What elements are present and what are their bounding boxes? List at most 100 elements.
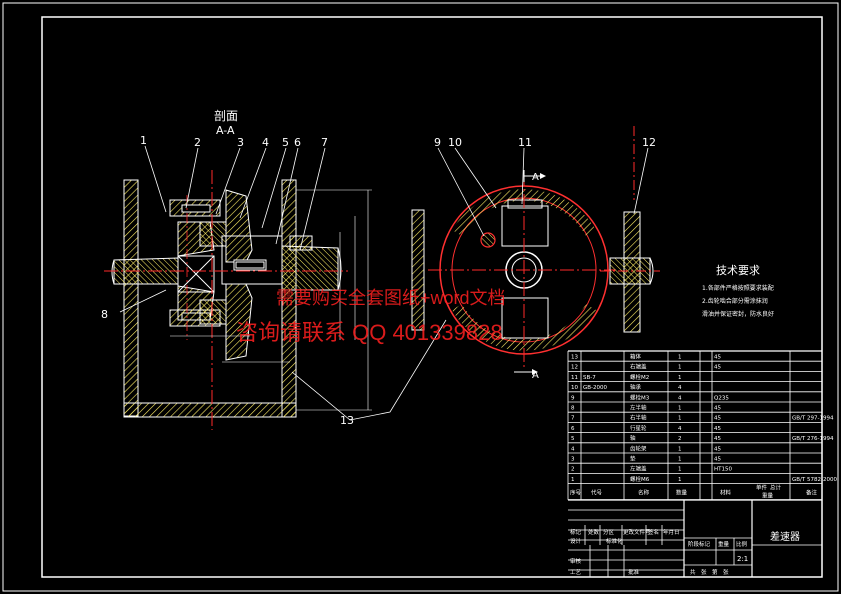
bom-row-name: 右半轴 [630,414,647,422]
bom-row-qty: 1 [678,416,682,422]
bom-row-qty: 2 [678,436,682,442]
bom-row-mat: 45 [714,416,721,422]
bom-row-mat: 45 [714,457,721,463]
tb-scale-label: 比例 [736,540,748,548]
bom-row-name: 螺栓M2 [630,373,649,381]
bom-row-no: 4 [571,446,575,452]
top-block [501,205,549,247]
bottom-block [501,297,549,339]
bom-row-no: 9 [571,395,575,401]
tech-line2: 2.齿轮啮合部分需涂抹润 [702,297,768,305]
bom-row-no: 6 [571,426,575,432]
section-mark-top: A [532,172,539,183]
tb-date: 年月日 [663,528,680,536]
bom-header-note: 备注 [806,489,818,497]
bom-row-no: 10 [571,385,578,391]
bom-row-mat: 45 [714,436,721,442]
bom-row-name: 齿轮架 [630,444,647,452]
tb-mark: 标记 [570,528,582,536]
tb-approve: 批准 [628,568,640,576]
bom-row-mat: 45 [714,355,721,361]
bom-row-mat: HT150 [714,467,732,473]
tb-std: 标准化 [606,537,623,545]
bom-row-name: 垫 [630,455,636,463]
bom-header-code: 代号 [591,489,603,497]
bom-header-single: 单件 [756,484,768,492]
bom-header-no: 序号 [570,489,582,497]
bom-row-qty: 1 [678,406,682,412]
bom-row-name: 轴承 [630,383,642,391]
balloon-9: 9 [434,136,441,149]
bom-header-mat: 材料 [720,489,732,497]
bom-row-name: 左端盖 [630,465,647,473]
balloon-11: 11 [518,136,532,149]
bom-row-name: 行星轮 [630,424,647,432]
tb-count: 处数 [588,528,600,536]
bom-row-qty: 1 [678,355,682,361]
bom-header-qty: 数量 [676,489,688,497]
balloon-4: 4 [262,136,269,149]
pinion-bottom [199,299,227,325]
bom-row-code: GB-2000 [583,385,608,391]
bom-row-mat: 45 [714,426,721,432]
tb-design: 设计 [570,537,582,545]
bom-row-qty: 4 [678,426,682,432]
section-view [104,170,372,430]
bom-row-qty: 1 [678,457,682,463]
bom-header-total: 总计 [770,484,782,492]
bom-row-no: 12 [571,365,578,371]
bom-row-note: GB/T 5782-2000 [792,477,837,483]
tb-drawing-name: 差速器 [770,530,800,543]
section-mark-bottom: A [532,370,539,381]
section-subtitle: A-A [216,124,235,137]
bom-row-note: GB/T 276-1994 [792,436,834,442]
bom-row-qty: 4 [678,395,682,401]
tech-line1: 1.各部件严格按照要求装配 [702,284,774,292]
bom-row-qty: 1 [678,365,682,371]
section-title: 剖面 [214,109,238,123]
bom-row-qty: 1 [678,446,682,452]
balloon-6: 6 [294,136,301,149]
bom-row-qty: 1 [678,467,682,473]
ring-gear [225,189,253,263]
bom-row-no: 7 [571,416,575,422]
balloon-12: 12 [642,136,656,149]
bom-row-qty: 1 [678,477,682,483]
bom-row-name: 螺栓M6 [630,475,650,483]
balloon-10: 10 [448,136,462,149]
bom-row-name: 箱体 [630,353,642,361]
bom-row-no: 2 [571,467,575,473]
spider-cross [177,255,215,293]
housing-left-wall [123,179,139,417]
leader-lines [119,145,649,421]
tb-scale: 2:1 [737,555,748,563]
tb-zone: 分区 [603,528,615,536]
tech-line3: 滑油并保证密封，防水良好 [702,310,774,318]
bom-row-mat: 45 [714,446,721,452]
bom-header-name: 名称 [638,489,650,497]
bom-row-mat: Q235 [714,395,729,401]
balloon-3: 3 [237,136,244,149]
bom-row-note: GB/T 297-1994 [792,416,834,422]
bom-row-name: 螺栓M3 [630,393,650,401]
tb-sheets: 共 张 第 张 [690,568,729,576]
balloon-5: 5 [282,136,289,149]
key-slot [233,259,267,271]
bom-row-no: 3 [571,457,575,463]
bom-row-qty: 4 [678,385,682,391]
bom-header-weight: 重量 [762,492,774,500]
tb-process: 工艺 [570,569,582,576]
bom-row-qty: 1 [678,375,682,381]
balloon-13: 13 [340,414,354,427]
title-block: 标记处数分区更改文件号签名年月日设计标准化审核工艺批准阶段标记重量比例2:1共 … [568,499,822,577]
tb-review: 审核 [570,557,582,565]
bom-row-name: 左半轴 [630,404,647,412]
tb-weight: 重量 [718,540,730,548]
left-axle [113,257,179,285]
bolt-circle [480,232,496,248]
bom-row-no: 8 [571,406,575,412]
